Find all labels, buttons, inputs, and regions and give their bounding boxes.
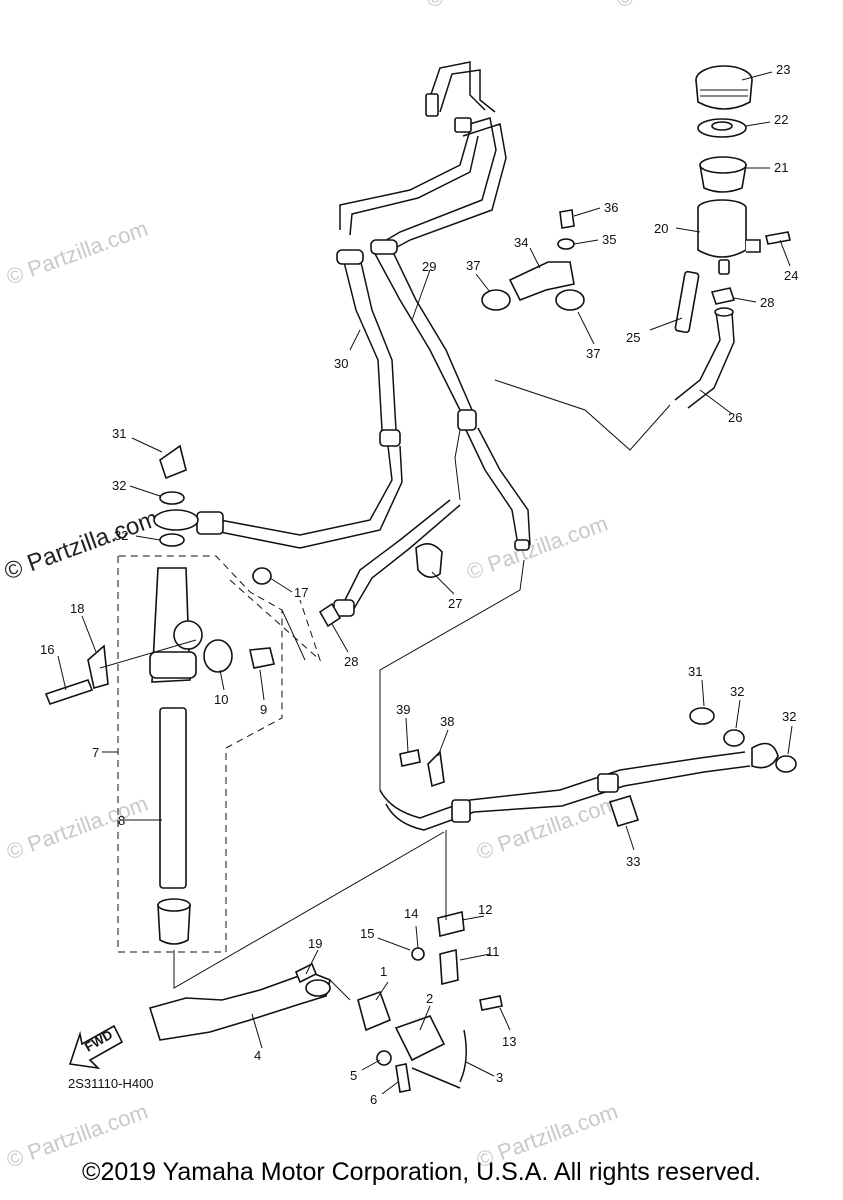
callout-16: 16 [40,642,54,657]
callout-8: 8 [118,813,125,828]
callout-18: 18 [70,601,84,616]
callout-10: 10 [214,692,228,707]
callout-25: 25 [626,330,640,345]
callout-21: 21 [774,160,788,175]
callout-28: 28 [760,295,774,310]
callout-3: 3 [496,1070,503,1085]
callout-28b: 28 [344,654,358,669]
callout-32c: 32 [730,684,744,699]
callout-20: 20 [654,221,668,236]
callout-19: 19 [308,936,322,951]
callout-11: 11 [486,944,500,959]
callout-4: 4 [254,1048,261,1063]
brake-pedal-assembly [148,911,503,1093]
callout-13: 13 [502,1034,516,1049]
callout-37: 37 [466,258,480,273]
callout-30: 30 [334,356,348,371]
callout-12: 12 [478,902,492,917]
callout-29: 29 [422,259,436,274]
callout-9: 9 [260,702,267,717]
reservoir-assembly [318,65,791,628]
diagram-code: 2S31110-H400 [68,1076,154,1091]
callout-36: 36 [604,200,618,215]
callout-22: 22 [774,112,788,127]
callout-7: 7 [92,745,99,760]
callout-31: 31 [112,426,126,441]
callout-31b: 31 [688,664,702,679]
callout-32d: 32 [782,709,796,724]
callout-2: 2 [426,991,433,1006]
watermark: © Partzilla.com [463,511,611,585]
watermark: © Partzilla.com [613,0,761,13]
watermark: © Partzilla.com [3,791,151,865]
callout-1: 1 [380,964,387,979]
callout-6: 6 [370,1092,377,1107]
callout-15: 15 [360,926,374,941]
callout-27: 27 [448,596,462,611]
fwd-arrow: FWD [68,1024,124,1070]
callout-24: 24 [784,268,798,283]
callout-35: 35 [602,232,616,247]
callout-32b: 32 [114,528,128,543]
bracket-group [481,209,585,311]
callout-23: 23 [776,62,790,77]
callout-34: 34 [514,235,528,250]
callout-38: 38 [440,714,454,729]
callout-32: 32 [112,478,126,493]
watermark: © Partzilla.com [423,0,571,13]
brake-hoses-upper [196,61,531,617]
watermark: © Partzilla.com [3,216,151,290]
callout-33: 33 [626,854,640,869]
copyright-notice: ©2019 Yamaha Motor Corporation, U.S.A. A… [82,1158,761,1186]
callout-26: 26 [728,410,742,425]
assembly-outline [117,555,283,953]
callout-37b: 37 [586,346,600,361]
callout-leaders [57,71,793,1095]
brake-hose-lower [379,707,797,831]
connection-leaders [99,379,671,1001]
watermark-prominent: © Partzilla.com [1,505,162,586]
watermark: © Partzilla.com [473,791,621,865]
callout-14: 14 [404,906,418,921]
callout-5: 5 [350,1068,357,1083]
master-cylinder [44,444,275,945]
callout-39: 39 [396,702,410,717]
callout-labels: 1 2 3 4 5 6 7 8 9 10 11 12 13 14 15 16 1… [40,62,798,1107]
callout-17: 17 [294,585,308,600]
